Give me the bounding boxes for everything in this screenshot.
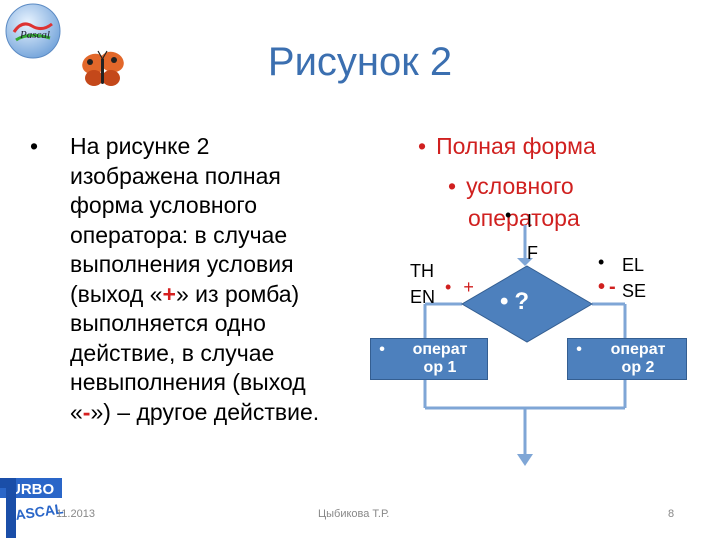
minus-label: -	[609, 276, 616, 298]
description-text-part1: На рисунке 2 изображена полная форма усл…	[70, 133, 294, 307]
description-text-part2: » из ромба) выполняется одно действие, в…	[70, 280, 306, 425]
butterfly-icon	[80, 50, 126, 90]
arrow-in-head	[517, 258, 533, 266]
svg-text:ASCAL: ASCAL	[14, 500, 64, 523]
else-bullet: •	[598, 252, 605, 272]
footer-date: 11.2013	[56, 508, 95, 520]
svg-text:URBO: URBO	[10, 481, 54, 498]
if-label: I F	[527, 211, 538, 263]
plus-label-row: •+	[445, 277, 474, 297]
description-text-part3: ») – другое действие.	[90, 398, 320, 425]
minus-sign: -	[82, 398, 91, 425]
else-label: EL SE	[622, 255, 647, 301]
page-number: 8	[668, 508, 675, 520]
then-label: TH EN	[410, 261, 436, 307]
right-heading-line2-row: •условного	[448, 173, 574, 199]
slide-title: Рисунок 2	[267, 40, 453, 84]
if-label-row: •	[505, 205, 512, 225]
right-heading-line1: Полная форма	[436, 133, 596, 159]
question-mark: ?	[514, 288, 530, 315]
right-heading-line2: условного	[466, 173, 574, 199]
right-heading-line1-row: •Полная форма	[418, 133, 596, 159]
plus-sign: +	[162, 280, 176, 307]
minus-label-row: •-	[598, 276, 616, 298]
turbo-pascal-logo: URBO ASCAL	[0, 474, 66, 540]
condition-diamond	[461, 265, 593, 343]
arrow-out-head	[517, 454, 533, 466]
diamond-question: •?	[500, 288, 530, 315]
description-paragraph: • На рисунке 2 изображена полная форма у…	[30, 132, 340, 427]
pascal-logo: Pascal	[2, 2, 64, 60]
operator-box-2: • оперaт ор 2	[567, 338, 687, 380]
operator-2-label: оперaт ор 2	[610, 341, 666, 376]
operator-1-label: оперaт ор 1	[412, 341, 468, 376]
operator-box-1: • оперaт ор 1	[370, 338, 488, 380]
footer-author: Цыбикова Т.Р.	[318, 508, 390, 520]
plus-label: +	[463, 277, 474, 297]
bullet-dot: •	[30, 133, 39, 159]
svg-text:Pascal: Pascal	[19, 29, 50, 41]
